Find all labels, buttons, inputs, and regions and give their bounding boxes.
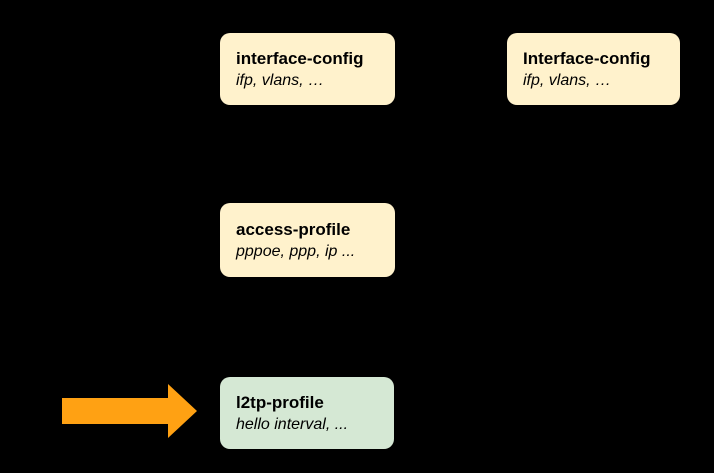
node-subtitle: ifp, vlans, … <box>236 71 325 89</box>
node-access-profile: access-profile pppoe, ppp, ip ... <box>220 203 395 277</box>
node-title: interface-config <box>236 48 364 68</box>
node-title: l2tp-profile <box>236 392 324 412</box>
node-title: Interface-config <box>523 48 651 68</box>
node-subtitle: ifp, vlans, … <box>523 71 612 89</box>
right-arrow-icon <box>62 384 197 438</box>
node-subtitle: pppoe, ppp, ip ... <box>236 242 356 260</box>
node-l2tp-profile: l2tp-profile hello interval, ... <box>220 377 394 449</box>
node-interface-config-left: interface-config ifp, vlans, … <box>220 33 395 105</box>
node-interface-config-right: Interface-config ifp, vlans, … <box>507 33 680 105</box>
node-title: access-profile <box>236 219 351 239</box>
node-subtitle: hello interval, ... <box>236 415 349 433</box>
